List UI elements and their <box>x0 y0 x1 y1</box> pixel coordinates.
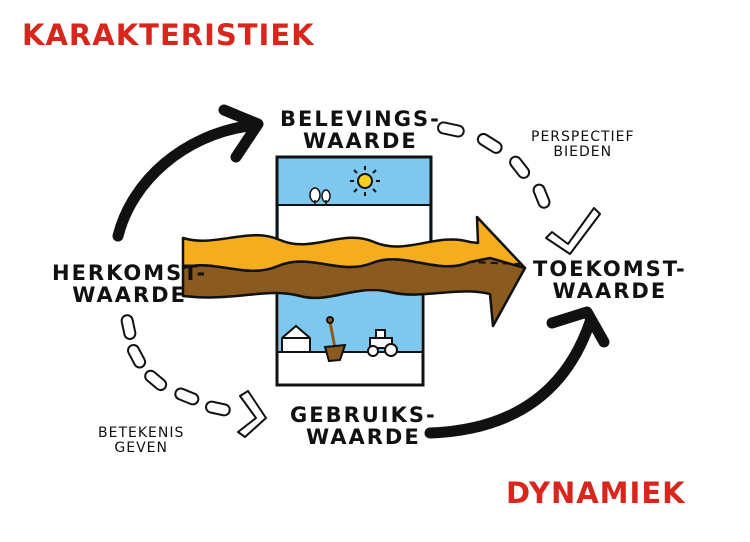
node-belevingswaarde-line2: WAARDE <box>303 129 418 154</box>
node-herkomstwaarde-line1: HERKOMST- <box>52 261 208 285</box>
node-herkomstwaarde: HERKOMST- WAARDE <box>52 262 207 306</box>
layer-divider <box>182 258 521 272</box>
annotation-perspectief-bieden: PERSPECTIEF BIEDEN <box>531 130 635 159</box>
annotation-betekenis-line1: BETEKENIS <box>98 425 185 441</box>
node-herkomstwaarde-line2: WAARDE <box>72 283 187 308</box>
farmland-panel <box>275 288 425 387</box>
trees-icon <box>309 187 331 205</box>
node-toekomstwaarde-line2: WAARDE <box>552 279 668 304</box>
annotation-perspectief-line2: BIEDEN <box>553 143 613 160</box>
arrow-herkomst-to-belevings <box>112 104 264 242</box>
node-gebruikswaarde: GEBRUIKS- WAARDE <box>290 404 437 448</box>
title-karakteristiek: KARAKTERISTIEK <box>22 18 315 52</box>
house-icon <box>281 324 311 353</box>
node-toekomstwaarde: TOEKOMST- WAARDE <box>533 258 687 302</box>
node-gebruikswaarde-line2: WAARDE <box>306 425 421 450</box>
dashed-arrow-herkomst-to-gebruiks <box>120 314 267 438</box>
shovel-icon <box>323 316 347 363</box>
annotation-perspectief-line1: PERSPECTIEF <box>531 129 635 145</box>
arrow-gebruiks-to-toekomst <box>424 306 610 439</box>
annotation-betekenis-line2: GEVEN <box>114 439 168 456</box>
sun-icon <box>350 166 380 196</box>
node-belevingswaarde-line1: BELEVINGS- <box>280 107 441 131</box>
node-toekomstwaarde-line1: TOEKOMST- <box>533 257 687 281</box>
tractor-icon <box>367 329 398 357</box>
annotation-betekenis-geven: BETEKENIS GEVEN <box>98 426 184 455</box>
time-flow-arrow <box>181 215 527 328</box>
node-belevingswaarde: BELEVINGS- WAARDE <box>280 108 441 152</box>
footer-dynamiek: DYNAMIEK <box>506 476 686 510</box>
node-gebruikswaarde-line1: GEBRUIKS- <box>290 403 437 427</box>
dashed-arrow-belevings-to-toekomst <box>437 121 601 255</box>
